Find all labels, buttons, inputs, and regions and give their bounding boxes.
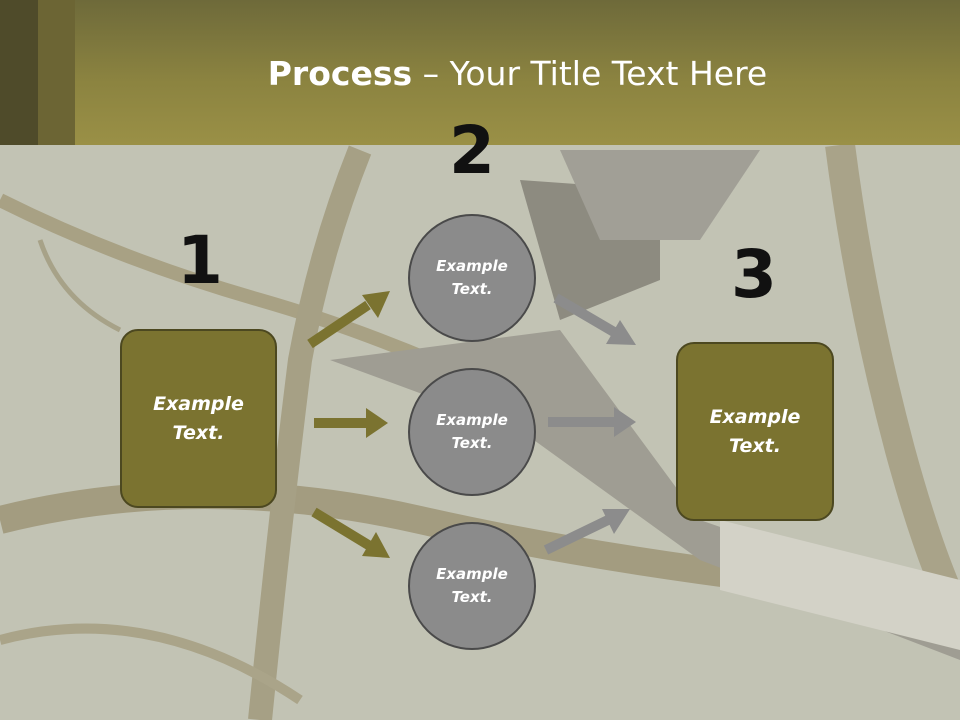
process-circle-top: Example Text. xyxy=(408,214,536,342)
process-box-right: Example Text. xyxy=(676,342,834,521)
arrow-from-circle-middle xyxy=(548,407,636,437)
step-number-1: 1 xyxy=(177,222,223,299)
title-rest: – Your Title Text Here xyxy=(412,54,768,93)
title-bold: Process xyxy=(267,54,413,93)
slide-title: Process – Your Title Text Here xyxy=(75,52,960,96)
title-accent-mid xyxy=(38,0,75,145)
title-bar: Process – Your Title Text Here xyxy=(0,0,960,145)
arrow-from-circle-top xyxy=(553,293,636,345)
process-circle-middle: Example Text. xyxy=(408,368,536,496)
process-circle-bottom: Example Text. xyxy=(408,522,536,650)
arrow-to-circle-middle xyxy=(314,408,388,438)
step-number-3: 3 xyxy=(731,236,777,313)
process-box-left: Example Text. xyxy=(120,329,277,508)
arrow-to-circle-bottom xyxy=(311,507,390,558)
title-accent-dark xyxy=(0,0,38,145)
arrow-from-circle-bottom xyxy=(543,509,630,555)
step-number-2: 2 xyxy=(449,112,495,189)
arrow-to-circle-top xyxy=(307,291,390,349)
